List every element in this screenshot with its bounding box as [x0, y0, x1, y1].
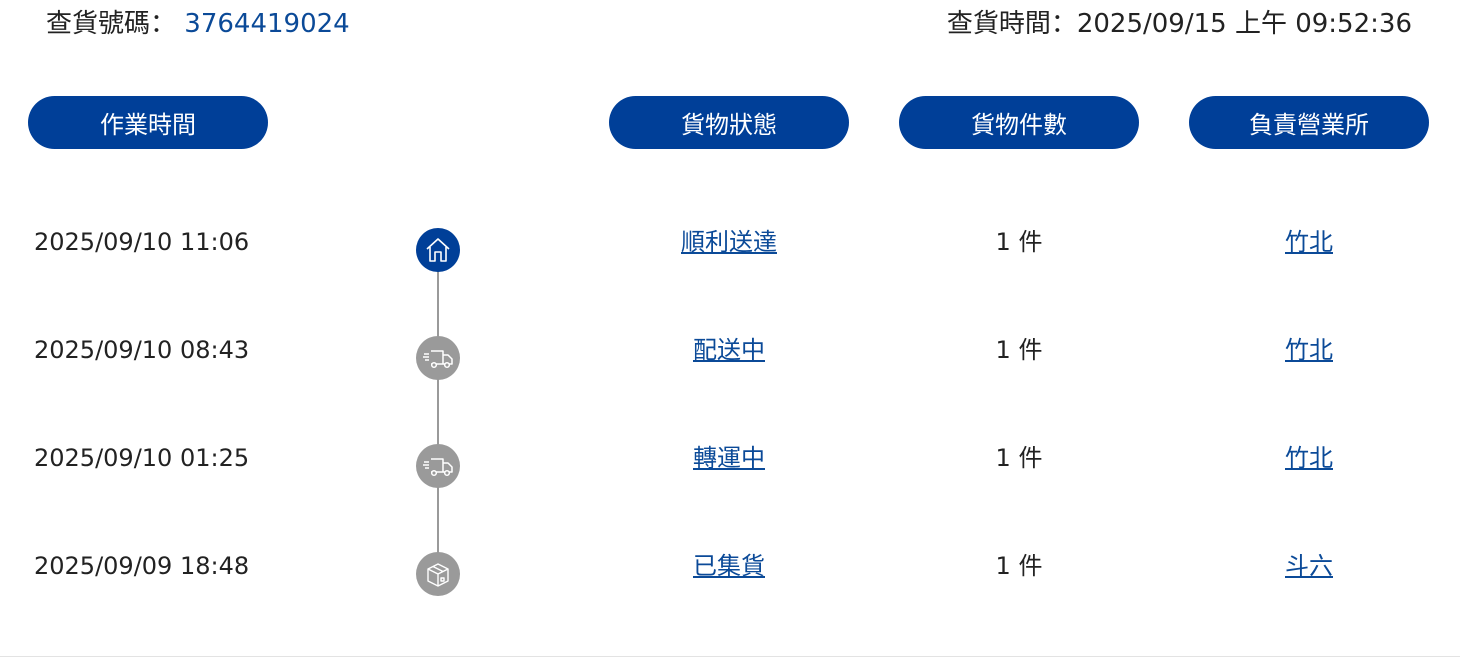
row-time: 2025/09/10 01:25	[34, 444, 250, 472]
box-icon	[416, 552, 460, 596]
row-count: 1 件	[995, 552, 1043, 580]
query-time: 2025/09/15 上午 09:52:36	[1076, 9, 1412, 39]
row-status-link[interactable]: 順利送達	[681, 228, 777, 256]
truck-icon	[416, 444, 460, 488]
row-count: 1 件	[995, 444, 1043, 472]
row-status-link[interactable]: 配送中	[693, 336, 765, 364]
row-count: 1 件	[995, 336, 1043, 364]
header-responsible-office: 負責營業所	[1189, 96, 1429, 149]
row-office-link[interactable]: 竹北	[1285, 336, 1333, 364]
header-cargo-status: 貨物狀態	[609, 96, 849, 149]
row-time: 2025/09/10 08:43	[34, 336, 250, 364]
row-status-link[interactable]: 轉運中	[693, 444, 765, 472]
row-time: 2025/09/10 11:06	[34, 228, 250, 256]
tracking-number-line: 查貨號碼： 3764419024	[46, 6, 350, 42]
tracking-number: 3764419024	[184, 9, 350, 39]
header-operation-time: 作業時間	[28, 96, 268, 149]
truck-icon	[416, 336, 460, 380]
row-office-link[interactable]: 竹北	[1285, 228, 1333, 256]
row-office-link[interactable]: 斗六	[1285, 552, 1333, 580]
timeline-line	[437, 250, 439, 574]
divider	[0, 656, 1460, 657]
row-status-link[interactable]: 已集貨	[693, 552, 765, 580]
query-time-label: 查貨時間：	[946, 9, 1077, 39]
row-count: 1 件	[995, 228, 1043, 256]
header-cargo-count: 貨物件數	[899, 96, 1139, 149]
tracking-label: 查貨號碼：	[46, 9, 177, 39]
row-time: 2025/09/09 18:48	[34, 552, 250, 580]
row-office-link[interactable]: 竹北	[1285, 444, 1333, 472]
query-time-line: 查貨時間：2025/09/15 上午 09:52:36	[947, 6, 1412, 42]
home-icon	[416, 228, 460, 272]
